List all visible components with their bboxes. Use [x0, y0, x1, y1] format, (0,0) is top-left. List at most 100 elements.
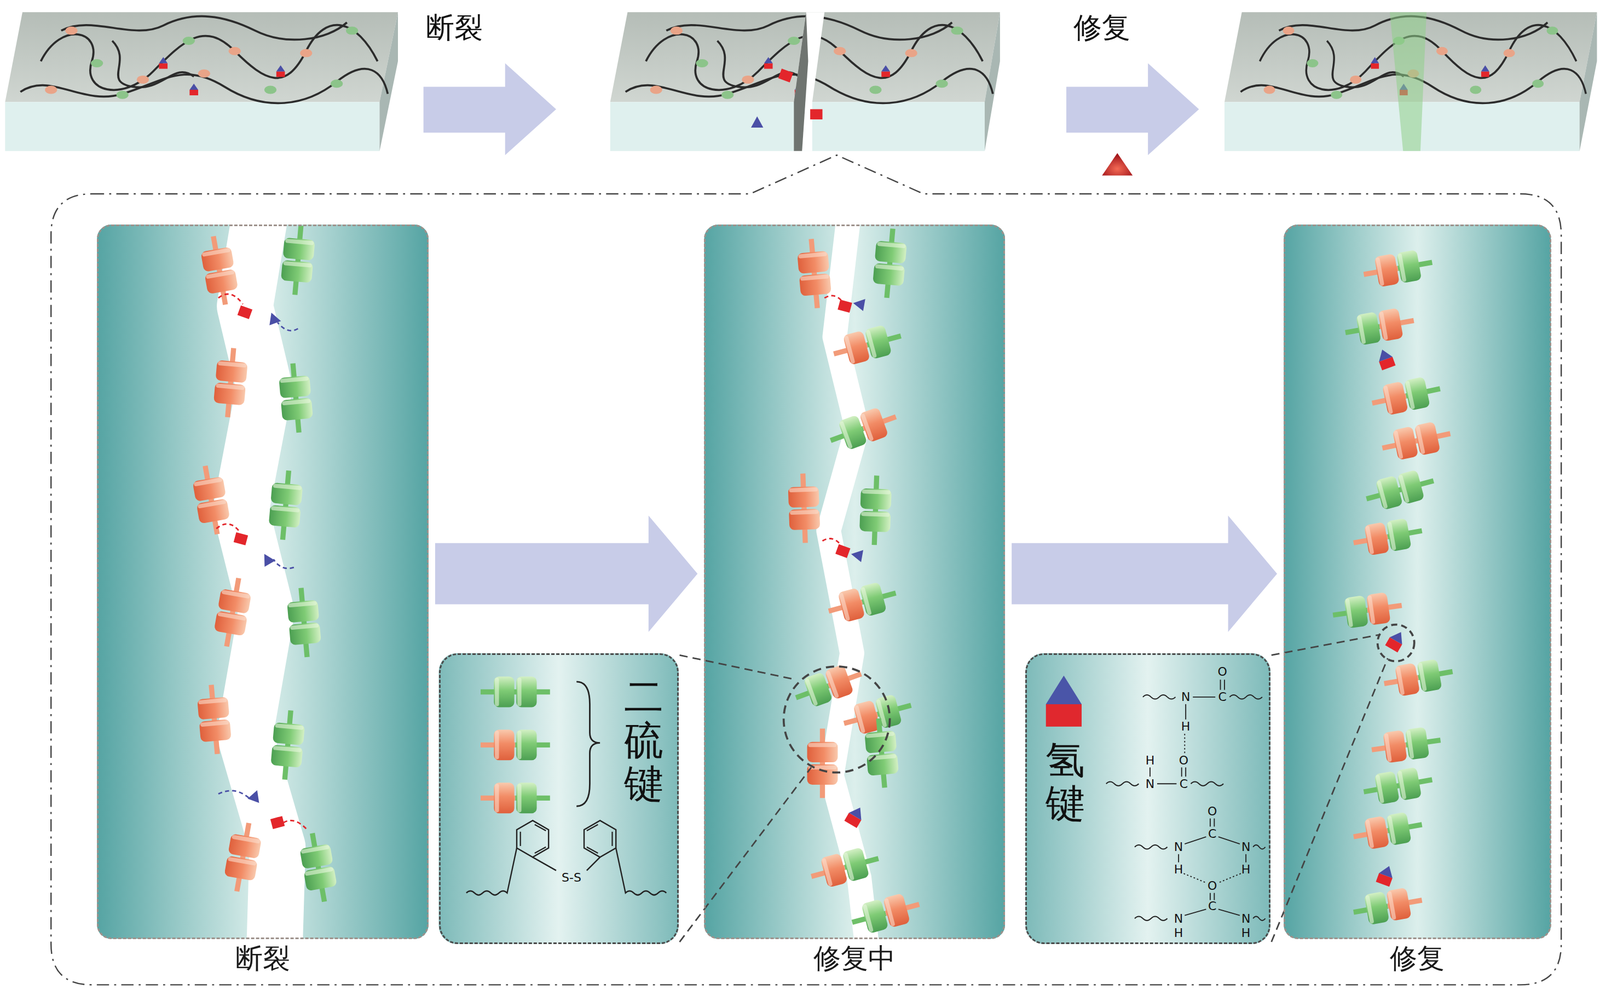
disulfide-inset-art	[611, 831, 613, 846]
disulfide-inset-art	[586, 824, 599, 831]
atom-label: C	[1179, 777, 1188, 790]
fracture-panel-art	[237, 305, 253, 320]
healed-panel-art	[1283, 224, 1551, 939]
hydrogen-bond-inset-art	[1209, 892, 1211, 900]
healed-panel-art	[1375, 347, 1396, 371]
disulfide-inset-art	[586, 856, 600, 870]
healing-panel-art	[850, 547, 864, 563]
material-slab	[4, 101, 380, 151]
fracture-panel-art	[283, 819, 306, 829]
hydrogen-bond-inset-art	[1046, 703, 1082, 727]
atom-label: N	[1174, 840, 1183, 853]
fracture-panel-art	[273, 558, 294, 569]
fracture-panel-art	[221, 819, 264, 894]
hydrogen-bond-inset-art	[1181, 766, 1183, 777]
fracture-panel-art	[212, 346, 250, 419]
inset-panel: 氢键	[1025, 653, 1270, 944]
healing-panel-art	[807, 728, 839, 799]
fracture-panel-art	[247, 787, 263, 803]
leader-line	[1271, 657, 1389, 942]
disulfide-inset-art	[576, 681, 600, 806]
healed-slab	[1224, 12, 1597, 151]
disulfide-inset-art	[480, 729, 551, 760]
hydrogen-bond-inset-art	[1185, 766, 1187, 777]
hydrogen-bond-inset-art	[1218, 873, 1241, 883]
healed-panel-art	[1381, 656, 1456, 699]
broken-slab	[778, 68, 794, 83]
hydrogen-bond-inset-art	[1046, 675, 1082, 704]
healing-panel-art	[829, 320, 905, 369]
hydrogen-bond-inset-art	[1229, 694, 1263, 699]
stage-label: 断裂	[425, 13, 483, 42]
healed-panel-art	[1379, 418, 1454, 464]
healing-panel-art	[852, 296, 866, 311]
fracture-panel-art	[189, 463, 233, 537]
fracture-panel-art	[277, 322, 298, 331]
fracture-panel-art	[218, 293, 244, 304]
hydrogen-bond-inset-art	[1190, 781, 1224, 786]
block-arrow	[1011, 515, 1278, 632]
healed-panel-art	[1350, 809, 1425, 852]
broken-slab	[984, 12, 1001, 151]
broken-slab	[793, 12, 825, 151]
broken-slab	[793, 12, 808, 151]
fracture-panel-art	[269, 708, 306, 781]
atom-label: N	[1145, 777, 1155, 790]
atom-label: O	[1207, 805, 1217, 818]
hydrogen-bond-inset-art	[1134, 916, 1168, 921]
hydrogen-bond-inset-art	[1223, 679, 1226, 690]
broken-slab	[810, 108, 823, 120]
hydrogen-bond-inset-art	[1183, 873, 1206, 883]
fracture-panel-art	[96, 224, 429, 939]
stage-panel: 修复	[1283, 224, 1551, 939]
healing-panel-art	[783, 666, 891, 773]
leader-line	[679, 634, 1389, 942]
hydrogen-bond-inset-art	[1184, 836, 1206, 844]
healed-panel-art	[1376, 863, 1397, 887]
atom-label: N	[1174, 912, 1183, 925]
inset-panel: 二硫键	[439, 653, 679, 944]
healed-panel-art	[1342, 305, 1417, 348]
callout-region	[50, 154, 1562, 985]
fracture-panel-art	[218, 790, 250, 798]
healing-panel-art	[807, 843, 883, 892]
atom-label: H	[1145, 754, 1155, 767]
callout-region	[50, 154, 1562, 985]
leader-line	[679, 654, 797, 680]
atom-label: C	[1218, 690, 1227, 703]
fracture-panel-art	[258, 550, 276, 567]
hydrogen-bond-inset-art	[1142, 694, 1176, 699]
atom-label: H	[1174, 926, 1184, 939]
healed-panel-art	[1283, 224, 1551, 939]
broken-slab	[610, 12, 1001, 151]
fracture-panel-art	[211, 575, 254, 650]
atom-label: S-S	[561, 871, 582, 884]
fracture-panel-art	[267, 469, 305, 541]
leader-line	[1271, 634, 1380, 655]
stage-caption: 断裂	[65, 941, 460, 975]
healed-panel-art	[1361, 764, 1436, 807]
broken-slab	[751, 116, 764, 127]
stage-panel: 断裂	[96, 224, 429, 939]
hydrogen-bond-inset-art	[1185, 703, 1187, 720]
healed-panel-art	[1369, 724, 1443, 765]
fracture-panel-art	[265, 310, 281, 326]
vertical-label: 二硫键	[624, 674, 664, 806]
hydrogen-bond-inset-art	[1213, 892, 1215, 900]
atom-label: O	[1179, 754, 1189, 767]
disulfide-inset-art	[520, 831, 522, 846]
atom-label: O	[1217, 665, 1228, 678]
hydrogen-bond-inset-art	[1149, 766, 1151, 777]
healed-panel-art	[1361, 247, 1436, 290]
hydrogen-bond-inset-art	[1218, 836, 1240, 844]
healing-panel-art	[822, 538, 842, 546]
healed-panel-art	[1350, 884, 1425, 927]
disulfide-inset-art	[615, 847, 667, 895]
healed-slab	[1389, 12, 1427, 151]
fracture-panel-art	[285, 586, 323, 658]
hydrogen-bond-inset-art	[1209, 818, 1211, 827]
atom-label: H	[1181, 720, 1191, 733]
healing-panel-art	[795, 237, 833, 310]
block-arrow	[1101, 153, 1133, 176]
